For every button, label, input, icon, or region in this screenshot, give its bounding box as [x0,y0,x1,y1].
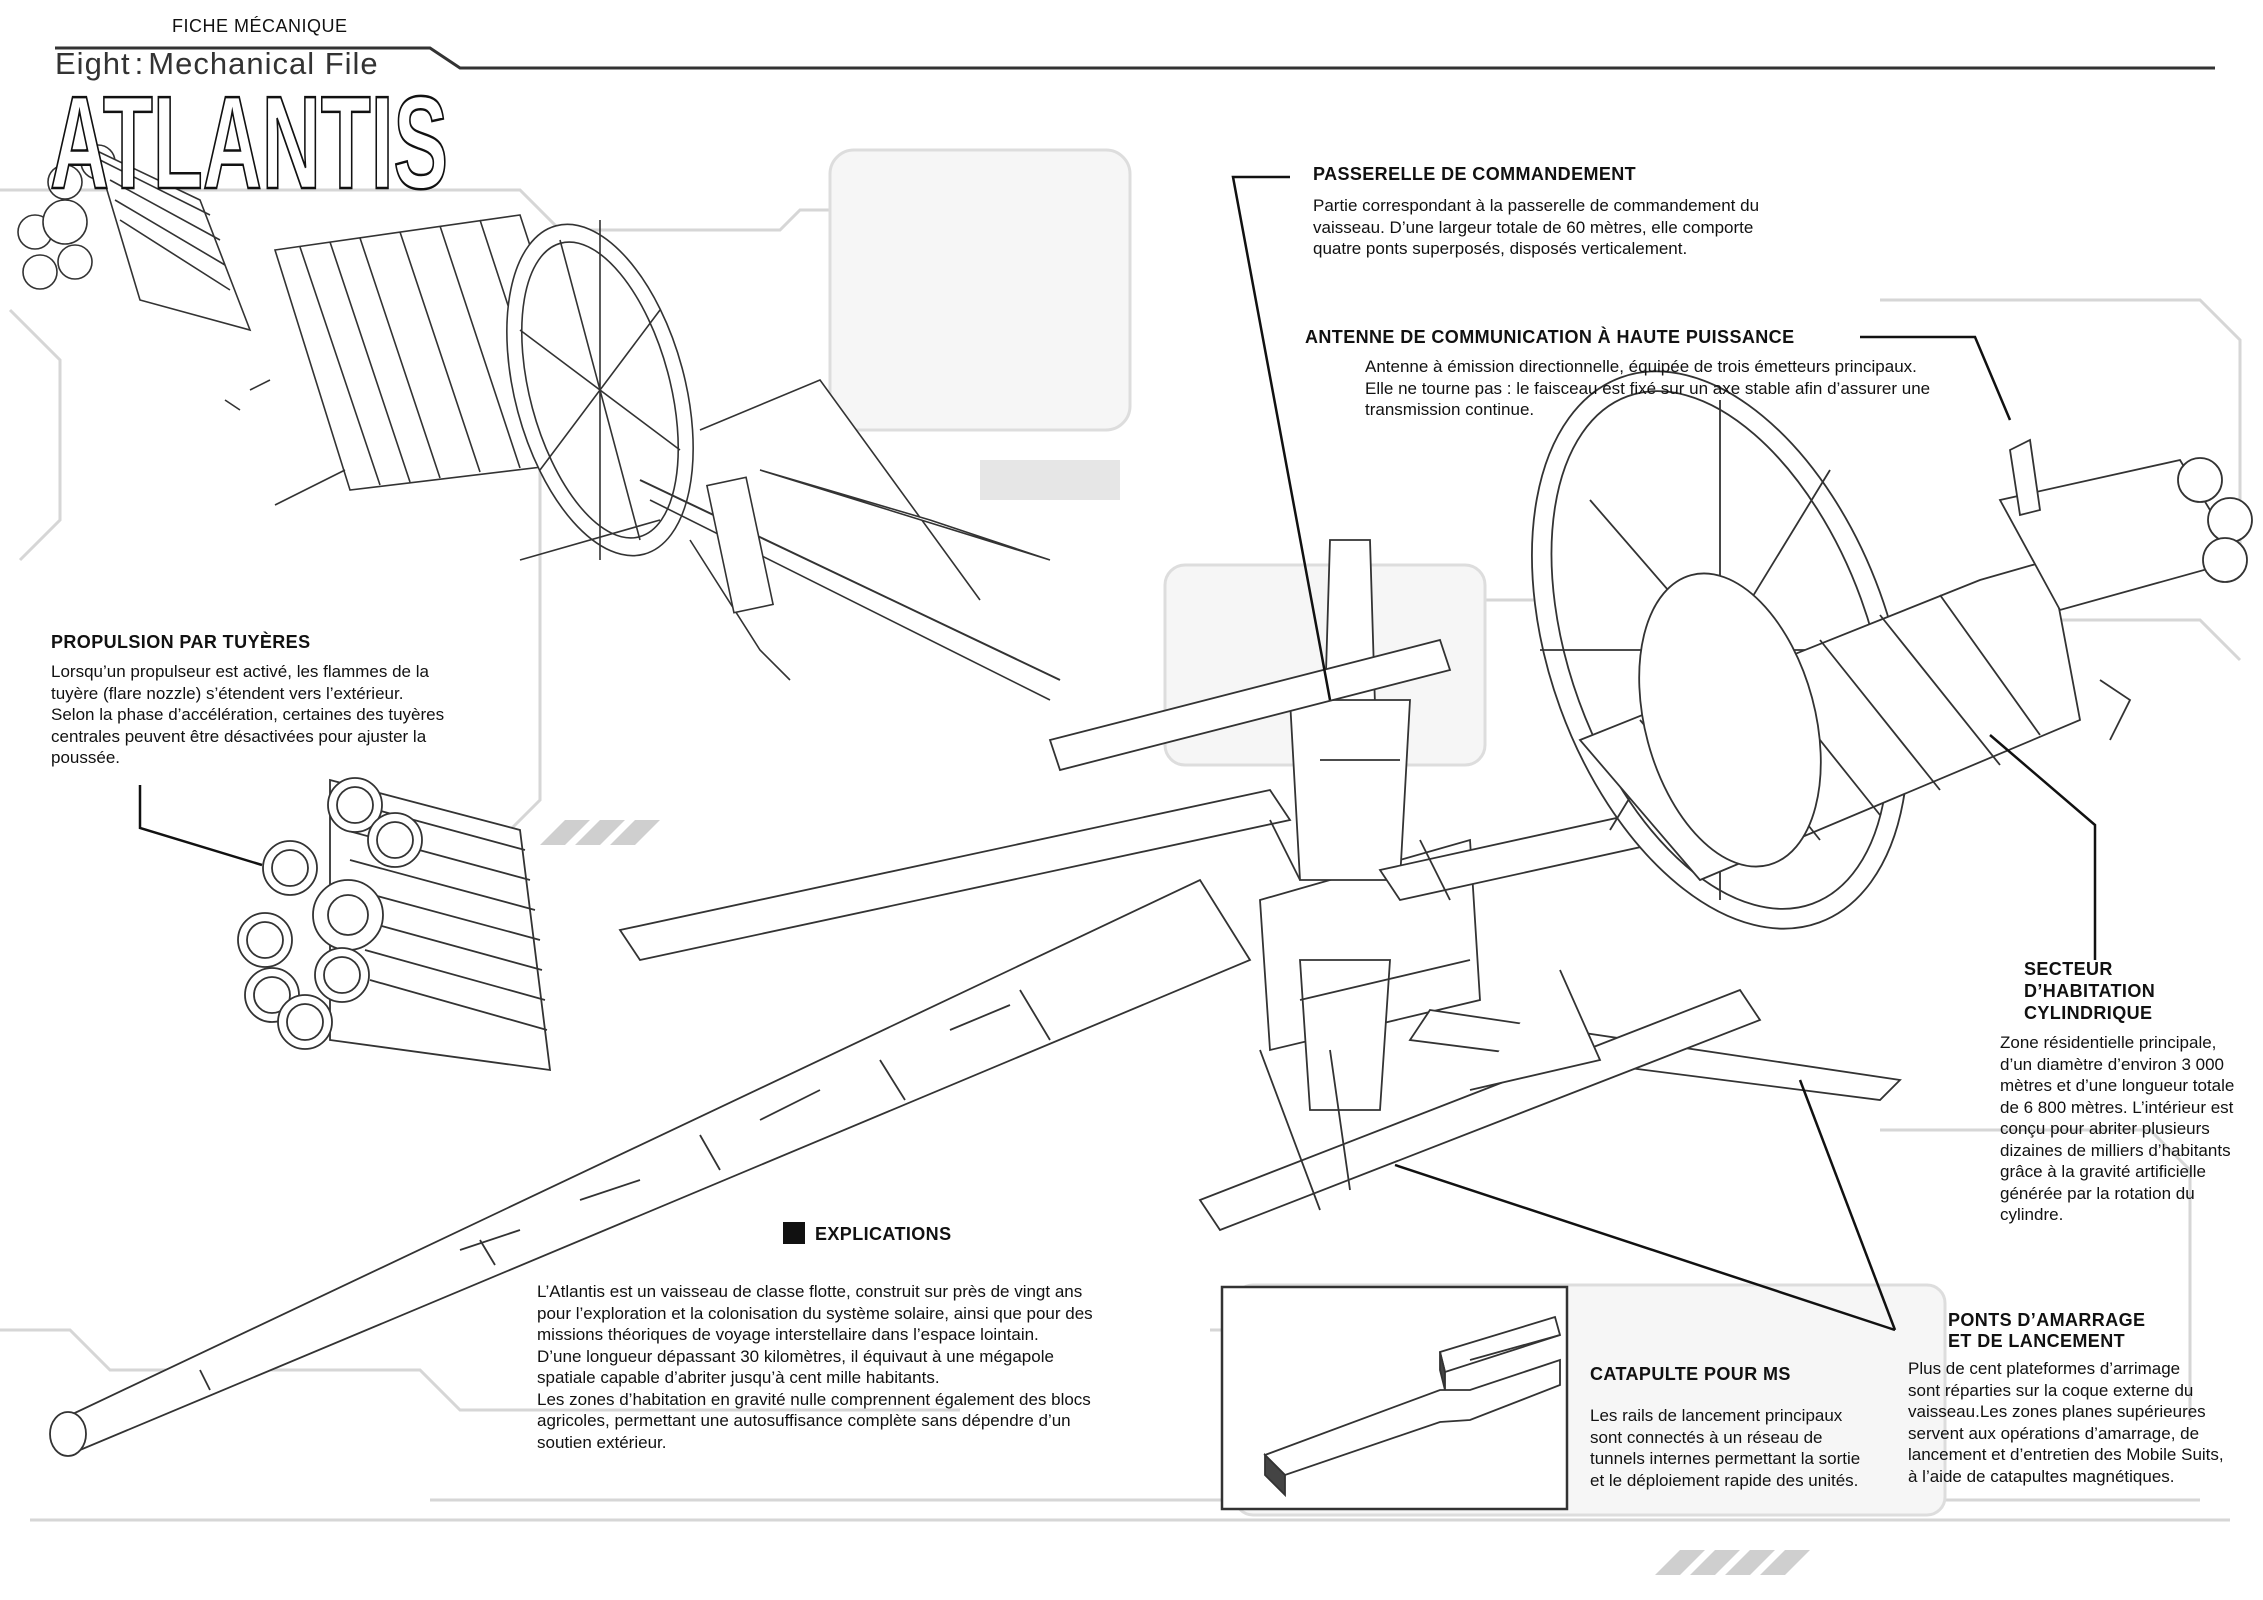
overview-ship [17,144,1061,701]
svg-text:ATLANTIS: ATLANTIS [50,69,448,216]
subtitle-number: Eight [55,46,131,81]
explanations-section: EXPLICATIONS L’Atlantis est un vaisseau … [537,1222,1177,1453]
explanations-body: L’Atlantis est un vaisseau de classe flo… [537,1282,1093,1452]
subtitle-text: Mechanical File [148,46,379,81]
docking-annotation: PONTS D’AMARRAGE ET DE LANCEMENT Plus de… [1908,1310,2238,1487]
atlantis-logo: ATLANTIS [49,68,450,218]
habitat-body: Zone résidentielle principale, d’un diam… [2000,1033,2235,1224]
bridge-body: Partie correspondant à la passerelle de … [1313,196,1760,258]
thruster-closeup [237,777,552,1072]
catapult-body: Les rails de lancement principaux sont c… [1590,1406,1861,1490]
antenna-heading: ANTENNE DE COMMUNICATION À HAUTE PUISSAN… [1305,327,1795,347]
propulsion-body: Lorsqu’un propulseur est activé, les fla… [51,662,445,767]
header-subtitle: Eight:Mechanical File [55,46,379,82]
header-kicker: FICHE MÉCANIQUE [172,16,348,36]
explanations-square-icon [783,1222,805,1244]
hatch-decoration [540,460,1810,1575]
habitat-annotation: SECTEUR D’HABITATION CYLINDRIQUE Zone ré… [2000,958,2250,1226]
docking-heading: PONTS D’AMARRAGE ET DE LANCEMENT [1948,1310,2146,1351]
main-ship [49,370,2253,1457]
explanations-heading: EXPLICATIONS [783,1222,1177,1245]
habitat-heading: SECTEUR D’HABITATION CYLINDRIQUE [2024,959,2156,1023]
leader-lines [138,175,2097,1332]
bridge-heading: PASSERELLE DE COMMANDEMENT [1313,164,1637,184]
explanations-heading-text: EXPLICATIONS [815,1224,952,1244]
catapult-panel [1220,1285,1569,1511]
propulsion-heading: PROPULSION PAR TUYÈRES [51,632,311,652]
subtitle-colon: : [134,46,145,81]
antenna-annotation: ANTENNE DE COMMUNICATION À HAUTE PUISSAN… [1305,326,2005,421]
header-rule [55,46,2215,70]
propulsion-annotation: PROPULSION PAR TUYÈRES Lorsqu’un propuls… [51,631,491,769]
catapult-heading: CATAPULTE POUR MS [1590,1364,1791,1384]
bridge-annotation: PASSERELLE DE COMMANDEMENT Partie corres… [1313,163,1873,260]
antenna-body: Antenne à émission directionnelle, équip… [1365,357,1931,419]
catapult-annotation: CATAPULTE POUR MS Les rails de lancement… [1590,1363,1890,1491]
docking-body: Plus de cent plateformes d’arrimage sont… [1908,1359,2224,1486]
